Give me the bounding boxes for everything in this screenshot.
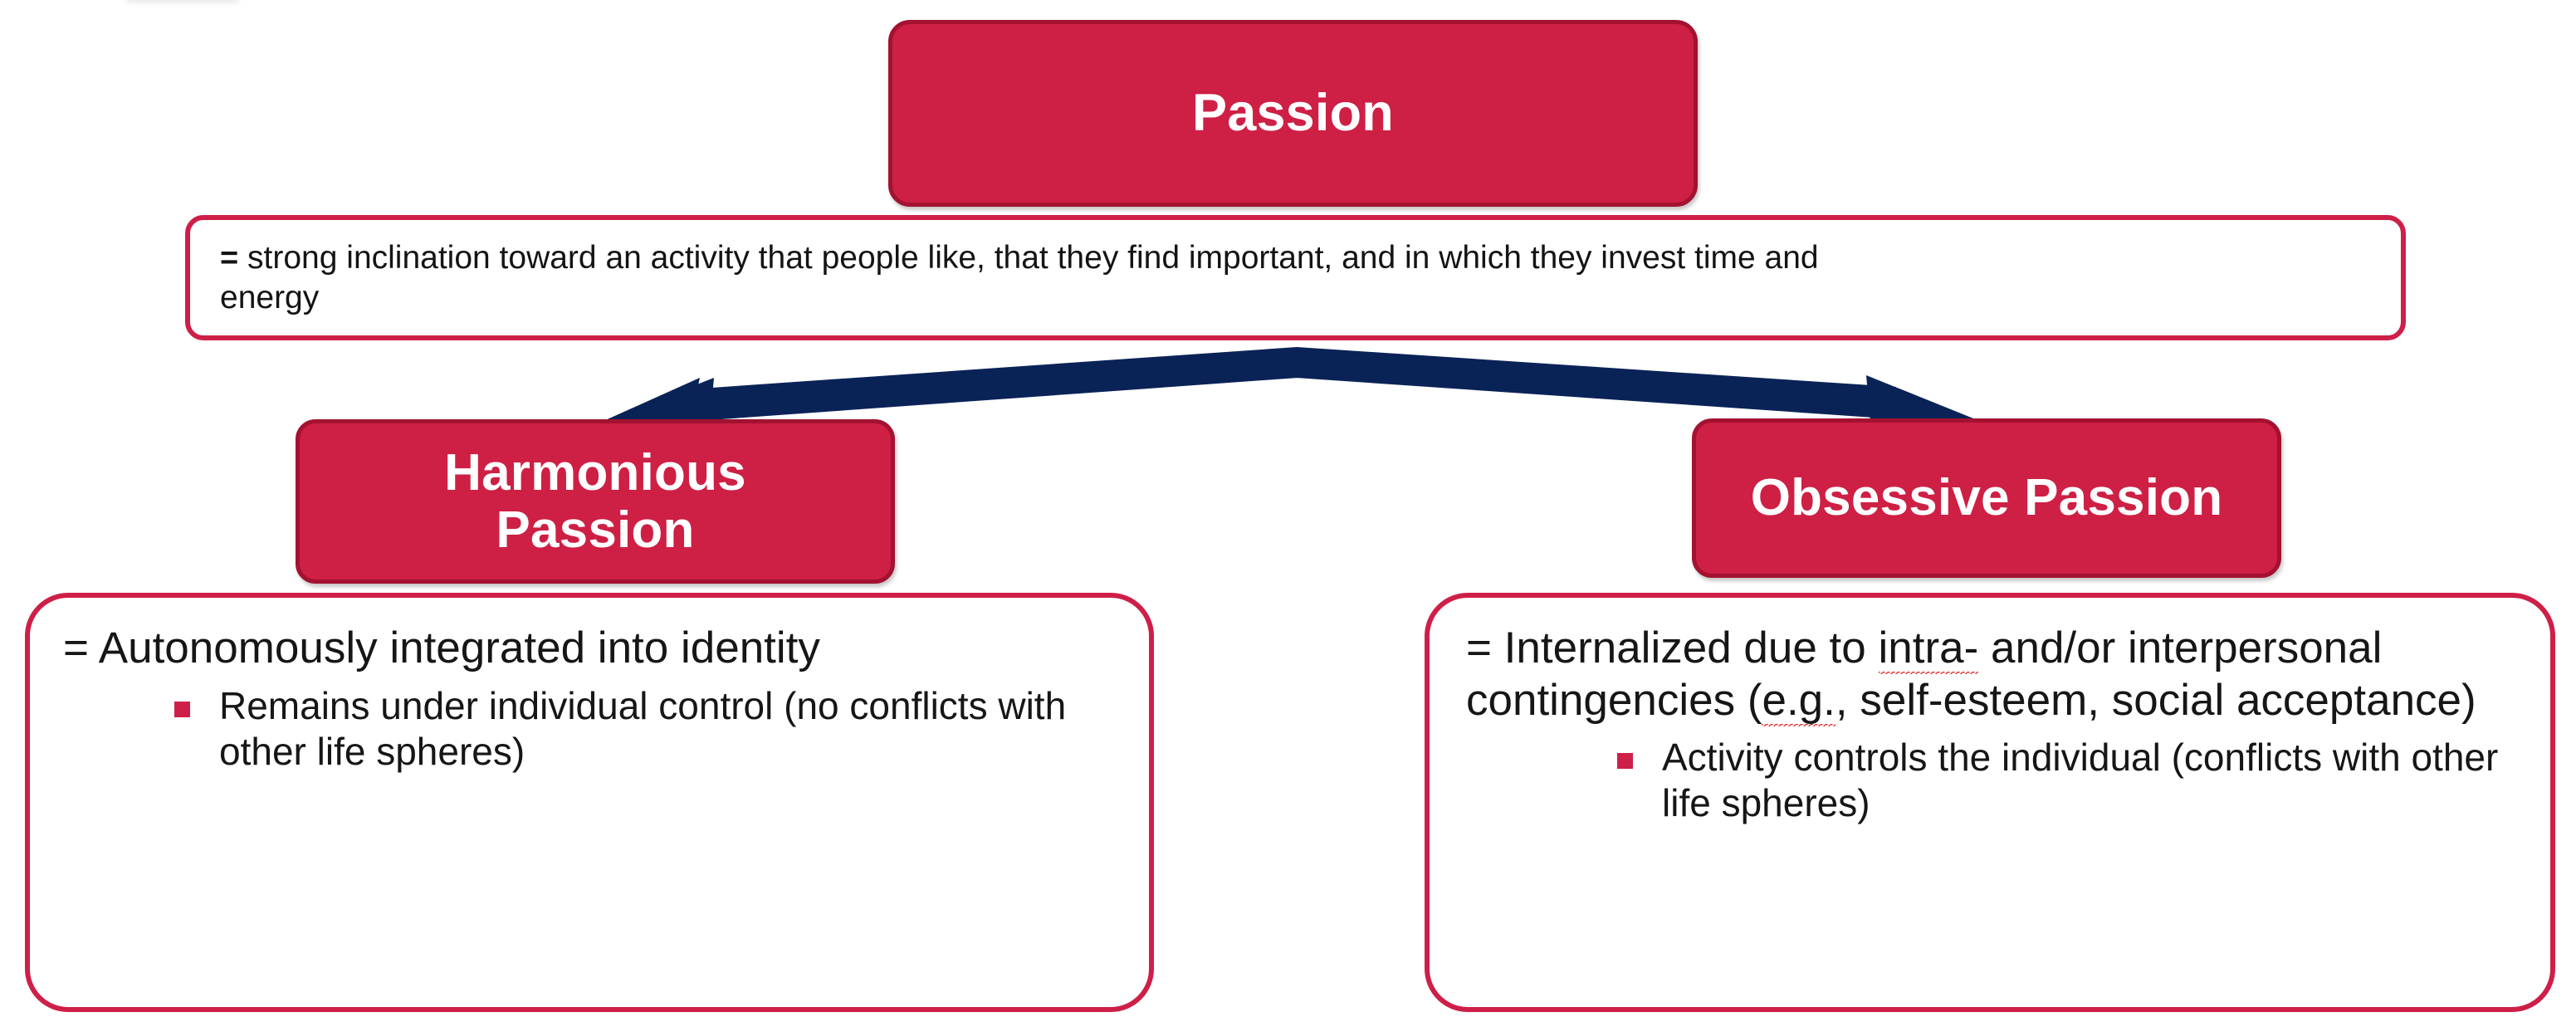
- equals-sign: =: [220, 241, 239, 276]
- definition-passion-line-2: energy: [220, 279, 320, 315]
- obsessive-lead-part-1: = Internalized due to: [1466, 623, 1879, 672]
- definition-passion-line-1: = strong inclination toward an activity …: [220, 238, 2371, 278]
- node-harmonious-line2: Passion: [496, 501, 695, 559]
- bullet-square-icon: [1617, 753, 1633, 770]
- definition-passion-text-1: strong inclination toward an activity th…: [247, 240, 1819, 276]
- definition-box-passion: = strong inclination toward an activity …: [185, 215, 2406, 340]
- node-harmonious-passion-label: Harmonious Passion: [444, 444, 746, 560]
- node-passion[interactable]: Passion: [888, 20, 1698, 207]
- harmonious-bullet-list: Remains under individual control (no con…: [58, 683, 1121, 775]
- node-harmonious-line1: Harmonious: [444, 443, 746, 501]
- top-edge-artifact: [126, 0, 238, 3]
- node-obsessive-passion-label: Obsessive Passion: [1750, 469, 2223, 527]
- node-obsessive-passion[interactable]: Obsessive Passion: [1692, 418, 2281, 578]
- node-harmonious-passion[interactable]: Harmonious Passion: [296, 419, 895, 584]
- description-box-harmonious: = Autonomously integrated into identity …: [25, 593, 1154, 1012]
- obsessive-bullet-1: Activity controls the individual (confli…: [1662, 736, 2499, 825]
- list-item: Remains under individual control (no con…: [169, 683, 1121, 775]
- obsessive-lead-text: = Internalized due to intra- and/or inte…: [1466, 623, 2522, 726]
- list-item: Activity controls the individual (confli…: [1612, 735, 2522, 826]
- description-box-obsessive: = Internalized due to intra- and/or inte…: [1425, 593, 2555, 1012]
- bullet-square-icon: [174, 701, 190, 717]
- arrow-to-obsessive-shaft-icon: [1283, 347, 1896, 418]
- node-passion-label: Passion: [1191, 84, 1394, 143]
- spellcheck-underline-eg: e.g.: [1762, 675, 1835, 726]
- obsessive-bullet-list: Activity controls the individual (confli…: [1458, 735, 2522, 826]
- harmonious-lead-text: = Autonomously integrated into identity: [63, 623, 820, 672]
- obsessive-lead-part-3: , self-esteem, social acceptance): [1835, 675, 2476, 725]
- spellcheck-underline-intra: intra-: [1878, 623, 1979, 674]
- arrow-to-harmonious-shaft-icon: [700, 347, 1310, 420]
- harmonious-bullet-1: Remains under individual control (no con…: [219, 683, 1067, 773]
- obsessive-lead-part-2: and/or interpersonal contingencies (: [1466, 623, 2383, 725]
